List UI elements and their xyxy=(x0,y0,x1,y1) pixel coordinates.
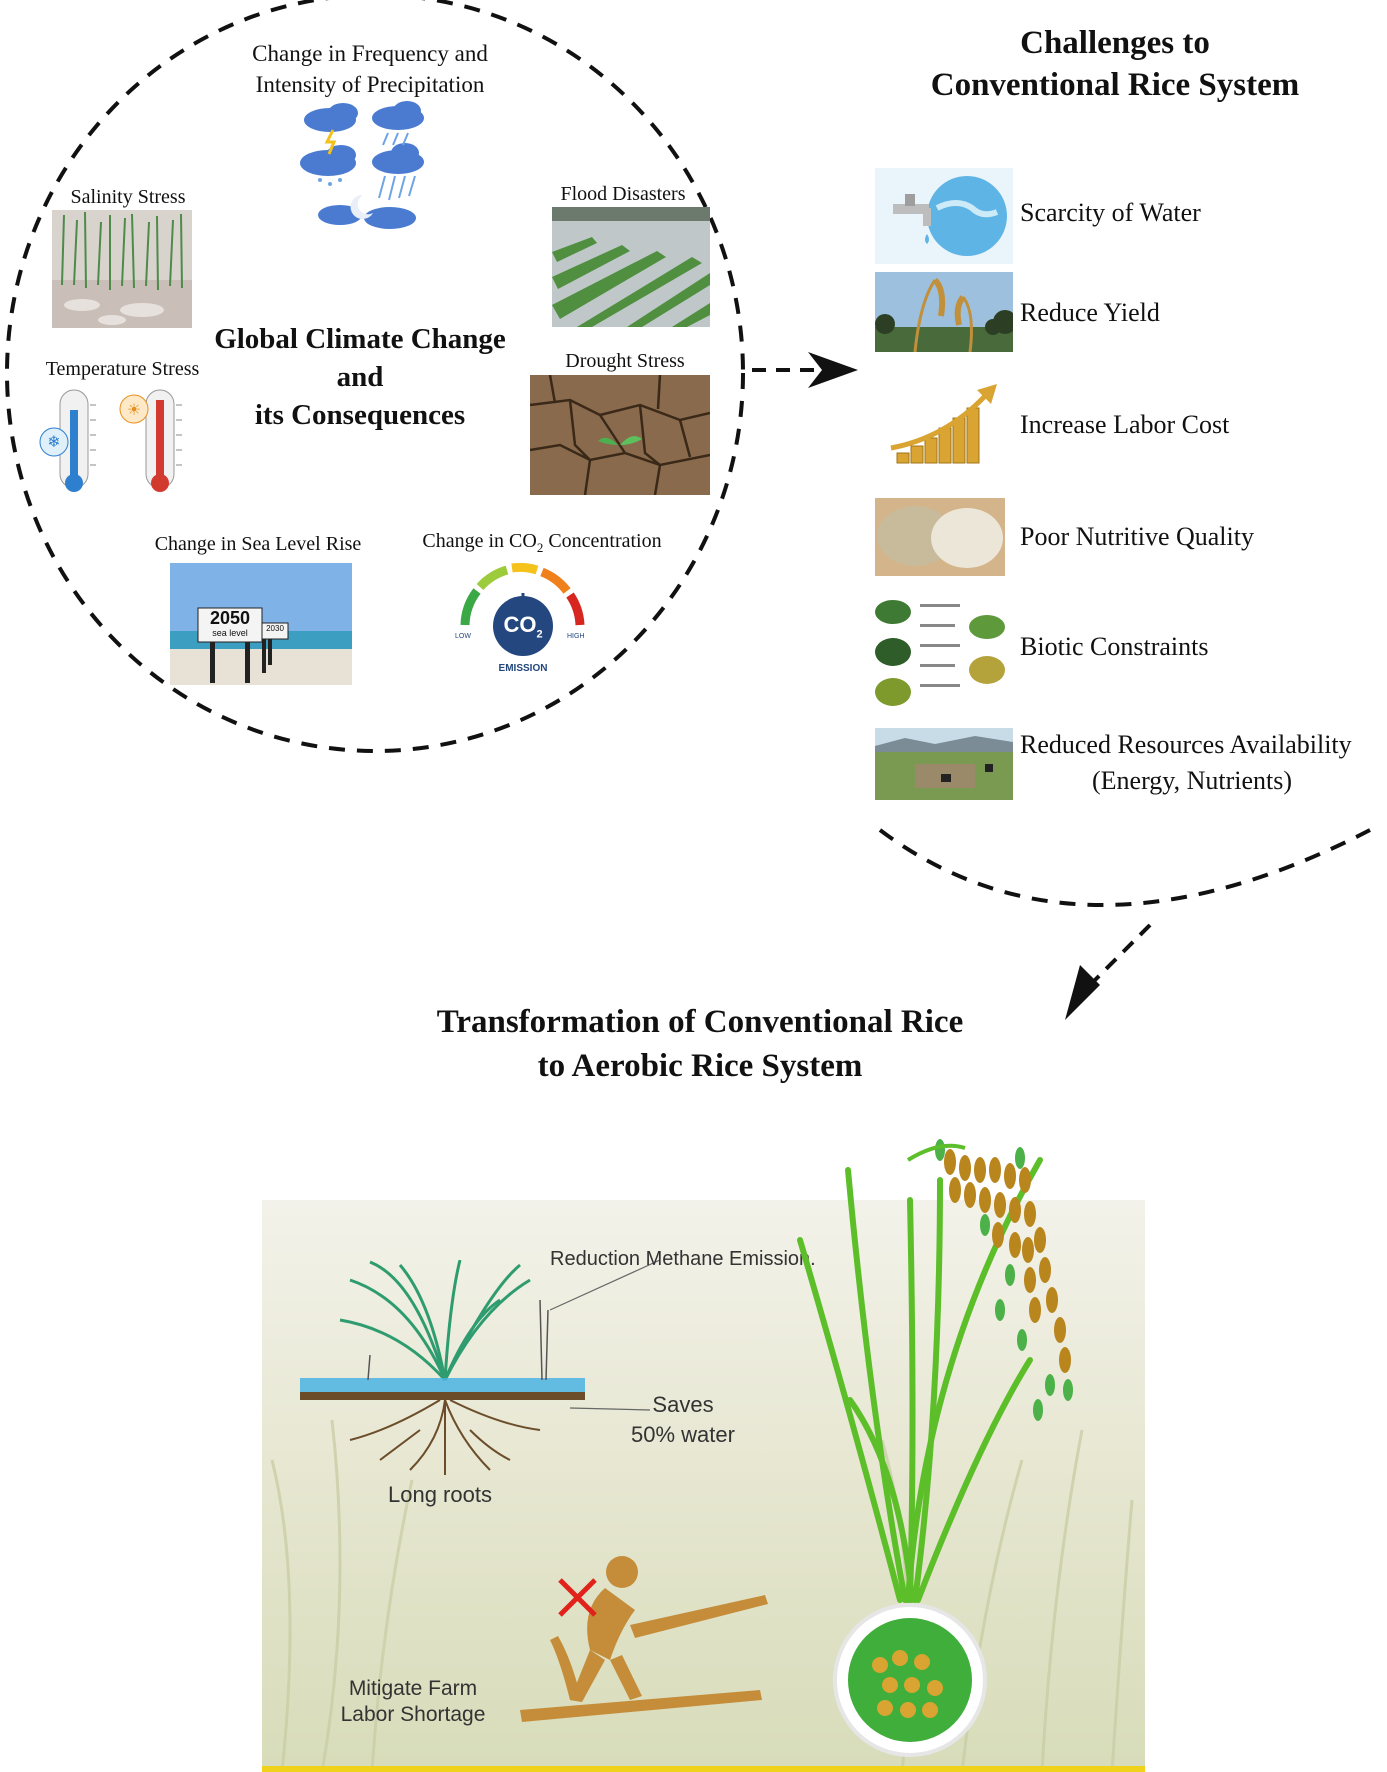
water-scarcity-icon xyxy=(875,168,1013,264)
arrowhead-right xyxy=(808,352,858,388)
challenge-label-biotic: Biotic Constraints xyxy=(1020,632,1209,661)
labor-cost-icon xyxy=(875,378,1013,474)
reduced-yield-icon xyxy=(875,272,1013,368)
challenge-label-nutrition: Poor Nutritive Quality xyxy=(1020,522,1254,551)
resources-icon xyxy=(875,728,1013,800)
flood-photo xyxy=(552,207,710,327)
arrow-challenges-to-transformation xyxy=(1088,923,1152,987)
aerobic-plant-illustration xyxy=(300,1260,585,1475)
sea-sign-sub: sea level xyxy=(212,628,248,638)
co2-gauge: CO2 LOW HIGH EMISSION xyxy=(455,563,590,683)
drought-label: Drought Stress xyxy=(565,350,685,372)
challenge-label-resources: Reduced Resources Availability xyxy=(1020,730,1352,759)
challenge-row-resources: Reduced Resources Availability (Energy, … xyxy=(875,728,1375,828)
salinity-label: Salinity Stress xyxy=(70,186,186,208)
challenge-row-yield: Reduce Yield xyxy=(875,272,1375,368)
challenge-label-yield: Reduce Yield xyxy=(1020,298,1160,327)
svg-text:❄: ❄ xyxy=(47,432,60,451)
challenge-row-biotic: Biotic Constraints xyxy=(875,592,1375,710)
transformation-title: Transformation of Conventional Rice to A… xyxy=(436,1004,964,1084)
thermometer-icons: ❄ ☀ xyxy=(39,389,182,492)
challenge-row-water: Scarcity of Water xyxy=(875,168,1375,264)
svg-text:☀: ☀ xyxy=(127,400,141,419)
arrowhead-down xyxy=(1065,965,1100,1020)
drought-photo xyxy=(530,375,710,495)
annotation-lines xyxy=(549,1260,661,1411)
methane-label: Reduction Methane Emission. xyxy=(550,1248,816,1270)
saves-water-label: Saves 50% water xyxy=(631,1392,735,1447)
co2-label: Change in CO2 Concentration xyxy=(422,530,662,555)
connector-layer xyxy=(5,0,1371,1020)
challenge-label-labor: Increase Labor Cost xyxy=(1020,410,1230,439)
biotic-constraints-icon xyxy=(875,592,1013,710)
labor-shortage-label: Mitigate Farm Labor Shortage xyxy=(340,1677,486,1726)
challenges-title: Challenges to Conventional Rice System xyxy=(930,25,1300,103)
sea-sign-big: 2050 xyxy=(209,608,251,628)
sea-level-label: Change in Sea Level Rise xyxy=(154,533,362,555)
nutritive-quality-icon xyxy=(875,498,1013,576)
weather-icons xyxy=(300,101,424,229)
salinity-photo xyxy=(52,210,192,328)
challenges-dashed-arc xyxy=(878,828,1371,907)
challenge-row-nutrition: Poor Nutritive Quality xyxy=(875,498,1375,594)
sea-sign-small: 2030 xyxy=(266,624,284,633)
challenge-label-water: Scarcity of Water xyxy=(1020,198,1201,227)
temperature-label: Temperature Stress xyxy=(45,358,200,380)
farmer-illustration xyxy=(520,1556,768,1722)
challenge-row-labor: Increase Labor Cost xyxy=(875,378,1375,474)
gauge-emission: EMISSION xyxy=(498,663,548,674)
sea-level-photo: 2050 sea level 2030 xyxy=(170,563,352,685)
climate-center-title: Global Climate Change and its Consequenc… xyxy=(214,323,506,431)
flood-label: Flood Disasters xyxy=(560,183,686,205)
gauge-low: LOW xyxy=(455,633,471,640)
challenge-label-resources-detail: (Energy, Nutrients) xyxy=(1092,766,1293,795)
climate-dashed-circle xyxy=(5,0,745,753)
precip-label: Change in Frequency and Intensity of Pre… xyxy=(252,41,488,97)
rice-plant-illustration xyxy=(797,1139,1073,1757)
gauge-high: HIGH xyxy=(567,633,585,640)
long-roots-label: Long roots xyxy=(388,1482,492,1507)
gauge-center-text: CO2 xyxy=(503,612,543,641)
